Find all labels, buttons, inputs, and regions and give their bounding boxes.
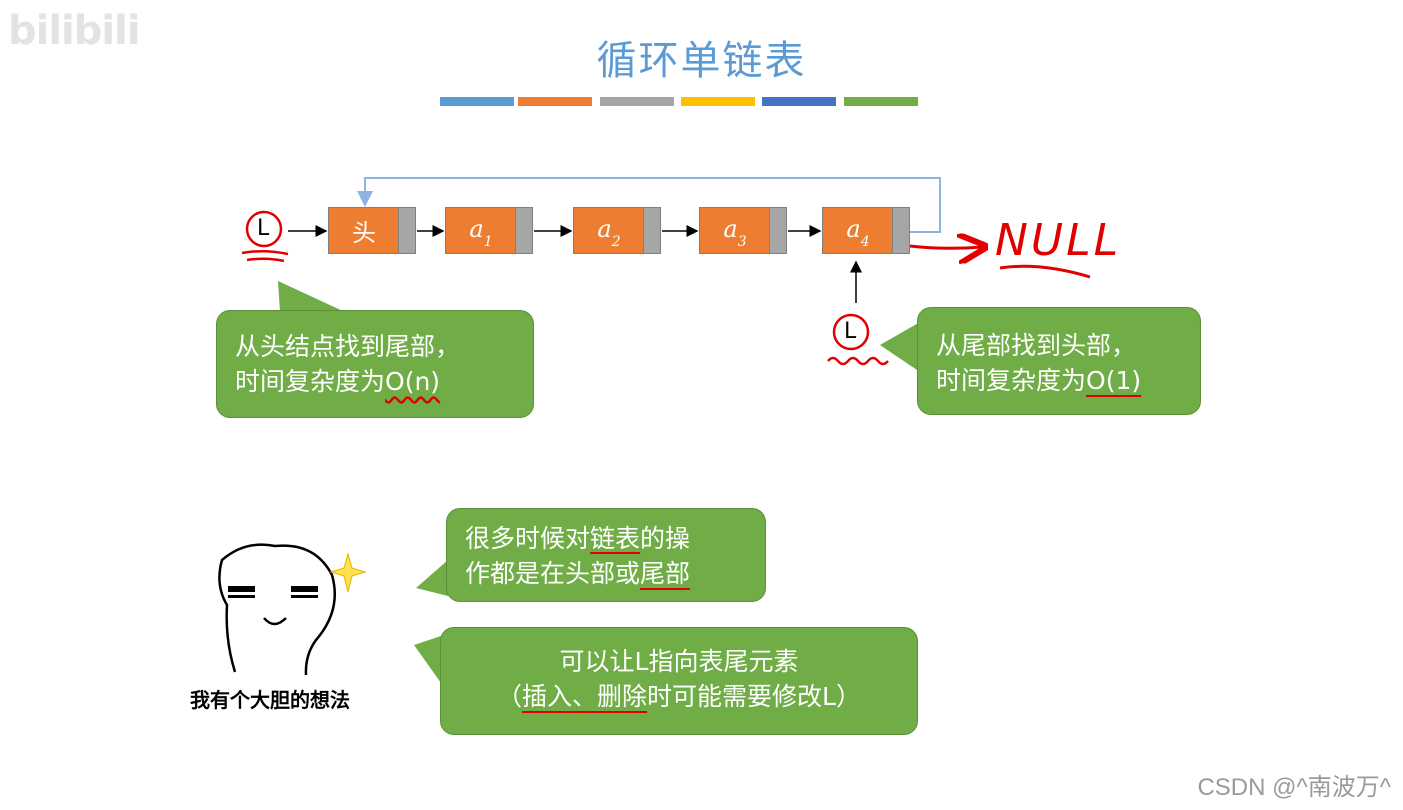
- node-a2-label: a2: [597, 214, 621, 251]
- null-underline: [999, 264, 1091, 279]
- pointer-L-squiggle-right: [827, 356, 889, 366]
- node-a3-pointer-field: [769, 208, 786, 253]
- bubble-tip: 可以让L指向表尾元素 （插入、删除时可能需要修改L）: [440, 627, 918, 735]
- title-stripe-1: [440, 97, 514, 106]
- bubble-idea-line1: 很多时候对链表的操: [465, 524, 691, 553]
- node-a2: a2: [573, 207, 661, 254]
- pointer-L-label-left: L: [257, 216, 270, 241]
- complexity-on: O(n): [385, 367, 441, 396]
- head-node-pointer-field: [398, 208, 415, 253]
- node-a4: a4: [822, 207, 910, 254]
- sticker-caption: 我有个大胆的想法: [190, 688, 350, 712]
- node-a1: a1: [445, 207, 533, 254]
- node-a1-pointer-field: [515, 208, 532, 253]
- highlight-linked-list: 链表: [590, 524, 641, 553]
- bubble-idea-line2: 作都是在头部或尾部: [465, 559, 691, 588]
- title-stripe-6: [844, 97, 918, 106]
- bubble-tail-to-head: 从尾部找到头部， 时间复杂度为O(1): [917, 307, 1201, 415]
- pointer-L-circle-right: [832, 313, 870, 351]
- head-node: 头: [328, 207, 416, 254]
- node-a3: a3: [699, 207, 787, 254]
- bubble-left-tail: [278, 281, 345, 312]
- title-stripe-2: [518, 97, 592, 106]
- bubble-right-tail: [880, 322, 920, 372]
- bubble-idea: 很多时候对链表的操 作都是在头部或尾部: [446, 508, 766, 602]
- complexity-o1: O(1): [1086, 366, 1142, 395]
- title-stripe-5: [762, 97, 836, 106]
- pointer-L-circle-left: [245, 210, 283, 248]
- bubble-right-line2: 时间复杂度为O(1): [936, 366, 1142, 395]
- bubble-left-line1: 从头结点找到尾部，: [235, 332, 461, 361]
- pointer-L-label-right: L: [844, 319, 857, 344]
- node-a4-pointer-field: [892, 208, 909, 253]
- bubble-right-line1: 从尾部找到头部，: [936, 331, 1137, 360]
- bubble-idea-tail: [416, 560, 448, 596]
- red-arrow-to-null: [909, 246, 982, 248]
- bubble-tip-line2: （插入、删除时可能需要修改L）: [497, 682, 861, 711]
- bubble-head-to-tail: 从头结点找到尾部， 时间复杂度为O(n): [216, 310, 534, 418]
- slide-title: 循环单链表: [596, 38, 807, 84]
- bubble-left-line2: 时间复杂度为O(n): [235, 367, 441, 396]
- title-stripe-3: [600, 97, 674, 106]
- bubble-tip-tail: [414, 636, 441, 683]
- pointer-L-underline-left: [241, 250, 289, 263]
- title-stripe-4: [681, 97, 755, 106]
- node-a3-label: a3: [723, 214, 747, 251]
- bilibili-logo: bilibili: [8, 8, 141, 54]
- thinking-face-sticker: [218, 543, 367, 676]
- head-node-label: 头: [352, 219, 376, 247]
- null-annotation: NULL: [995, 215, 1122, 266]
- highlight-insert-delete: 插入、删除: [522, 682, 648, 711]
- node-a1-label: a1: [469, 214, 493, 251]
- loop-back-line: [357, 177, 941, 233]
- node-a2-pointer-field: [643, 208, 660, 253]
- bubble-tip-line1: 可以让L指向表尾元素: [559, 647, 799, 676]
- node-a4-label: a4: [846, 214, 870, 251]
- csdn-watermark: CSDN @^南波万^: [1197, 774, 1391, 801]
- highlight-tail: 尾部: [640, 559, 691, 588]
